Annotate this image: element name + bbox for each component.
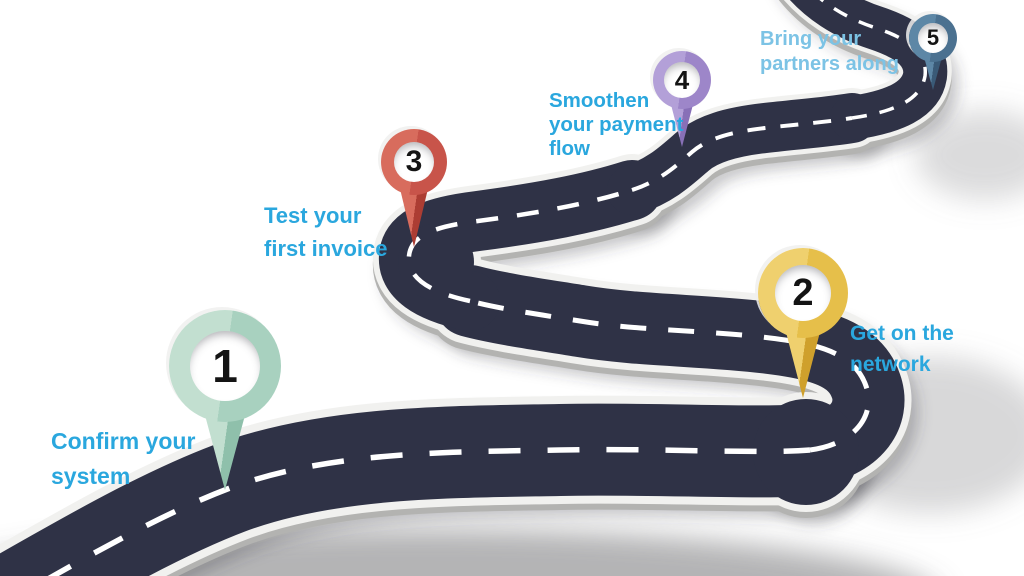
pin-badge: 1 bbox=[190, 331, 260, 401]
step-number: 1 bbox=[212, 339, 238, 392]
pin-head: 5 bbox=[909, 14, 957, 62]
pin-head: 4 bbox=[653, 51, 711, 109]
map-pin-icon-2: 2 bbox=[758, 248, 848, 398]
map-pin-icon-5: 5 bbox=[909, 14, 957, 90]
step-number: 4 bbox=[674, 64, 690, 95]
step-number: 5 bbox=[926, 24, 940, 50]
step-number: 3 bbox=[405, 144, 423, 178]
pin-badge: 3 bbox=[393, 141, 435, 183]
step-label-2: Get on the network bbox=[850, 322, 954, 376]
map-pin-icon-1: 1 bbox=[169, 310, 281, 490]
map-pin-icon-4: 4 bbox=[653, 51, 711, 147]
step-label-1: Confirm your system bbox=[51, 428, 196, 489]
pin-head: 1 bbox=[169, 310, 281, 422]
map-pin-icon-3: 3 bbox=[381, 129, 447, 247]
step-label-3: Test your first invoice bbox=[264, 203, 388, 261]
step-label-4: Smoothen your payment flow bbox=[549, 89, 684, 160]
step-label-5: Bring your partners along bbox=[760, 28, 899, 75]
pin-badge: 4 bbox=[664, 62, 700, 98]
pin-badge: 2 bbox=[775, 265, 831, 321]
pin-head: 2 bbox=[758, 248, 848, 338]
road-end-shadow bbox=[915, 110, 1024, 200]
pin-head: 3 bbox=[381, 129, 447, 195]
step-number: 2 bbox=[792, 271, 814, 314]
pin-badge: 5 bbox=[918, 23, 948, 53]
